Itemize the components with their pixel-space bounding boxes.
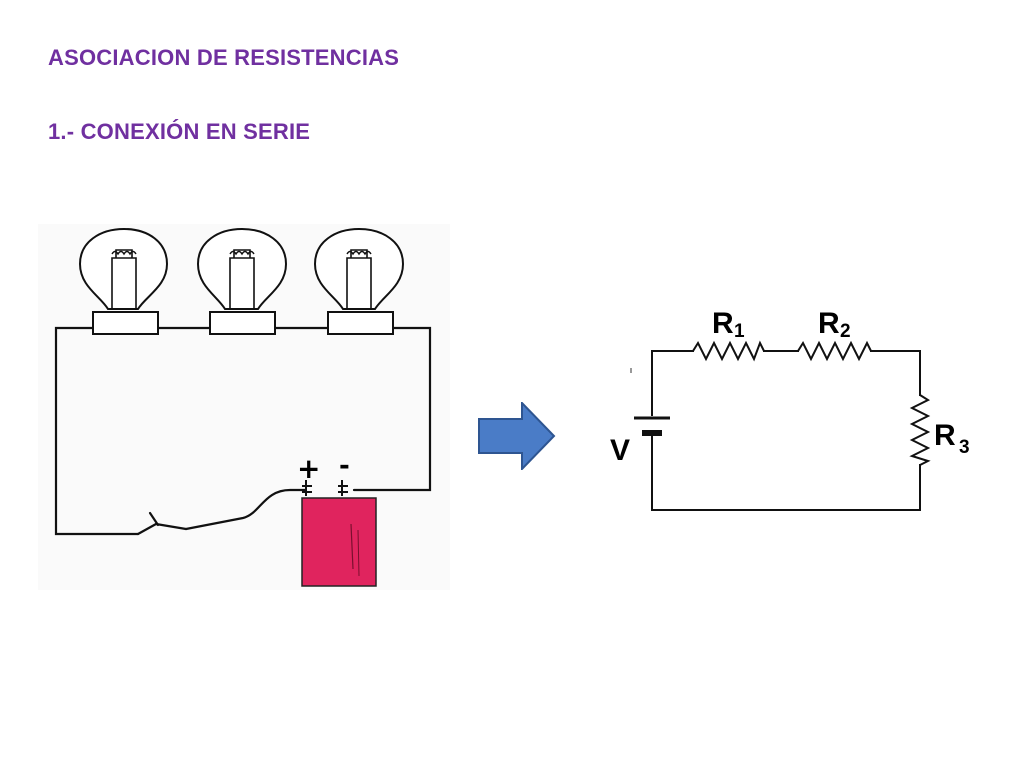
bulb-2 (196, 227, 288, 335)
r3-index: 3 (959, 437, 970, 458)
slide-subtitle: 1.- CONEXIÓN EN SERIE (48, 119, 311, 144)
battery-minus-sign: - (339, 451, 350, 481)
resistor-r3 (909, 394, 931, 466)
slide-title: ASOCIACION DE RESISTENCIAS (48, 45, 400, 70)
r1-index: 1 (734, 321, 745, 342)
voltage-source (634, 416, 670, 436)
r2-letter: R (818, 307, 840, 340)
resistor-r1 (692, 340, 765, 362)
bulb-1 (78, 227, 169, 335)
schematic-wires (651, 350, 921, 511)
r1-letter: R (712, 307, 734, 340)
wires (54, 326, 432, 536)
bulb-3 (313, 227, 405, 335)
source-label: V (610, 434, 630, 467)
switch (136, 511, 188, 536)
resistor-r2 (797, 340, 872, 362)
battery (301, 480, 377, 587)
r3-letter: R (934, 419, 956, 452)
battery-plus-sign: + (297, 452, 320, 485)
r2-index: 2 (840, 321, 851, 342)
right-arrow-icon (478, 402, 556, 470)
series-circuit-schematic: R 1 R 2 R 3 V (610, 307, 970, 511)
series-circuit-illustration: + - (38, 224, 450, 590)
